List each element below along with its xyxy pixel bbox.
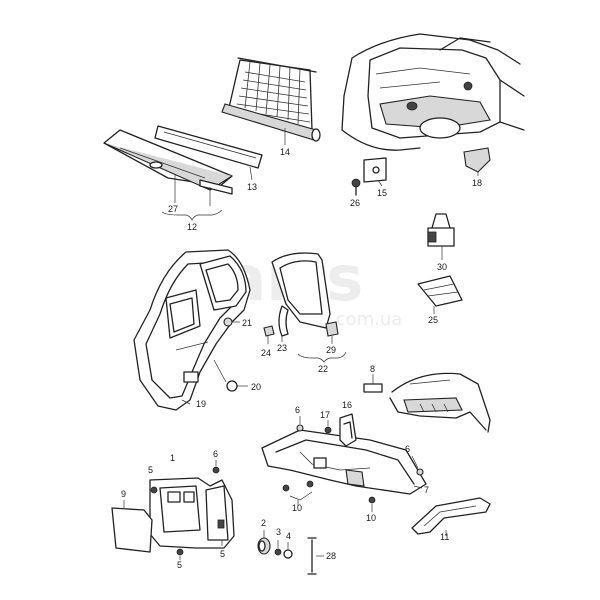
callout-5-top: 5 [148, 465, 153, 475]
callout-24: 24 [261, 348, 271, 358]
part-11 [411, 497, 491, 536]
part-side-trim [263, 252, 347, 363]
part-small-hardware [257, 530, 324, 575]
part-30-bag [427, 213, 455, 260]
part-8 [363, 374, 383, 393]
callout-20: 20 [251, 382, 261, 392]
callout-6-left: 6 [213, 449, 218, 459]
part-left-trim [111, 460, 235, 560]
callout-22: 22 [318, 364, 328, 374]
callout-9: 9 [121, 489, 126, 499]
callout-16: 16 [342, 400, 352, 410]
callout-4: 4 [286, 531, 291, 541]
part-25-net [417, 275, 463, 314]
callout-7: 7 [424, 485, 429, 495]
callout-18: 18 [472, 178, 482, 188]
callout-17: 17 [320, 410, 330, 420]
part-cargo-cover [103, 125, 263, 221]
callout-21: 21 [242, 318, 252, 328]
callout-19: 19 [196, 399, 206, 409]
callout-6-top: 6 [295, 405, 300, 415]
callout-29: 29 [326, 345, 336, 355]
callout-12: 12 [187, 222, 197, 232]
part-18 [463, 147, 491, 176]
callout-8: 8 [370, 364, 375, 374]
callout-5-bottom: 5 [177, 560, 182, 570]
part-trunk-body [341, 33, 525, 151]
callout-13: 13 [247, 182, 257, 192]
callout-2: 2 [261, 518, 266, 528]
callout-27: 27 [168, 204, 178, 214]
callout-6-right: 6 [405, 444, 410, 454]
callout-10-left: 10 [292, 503, 302, 513]
part-tailgate-trim [133, 249, 251, 411]
callout-11: 11 [440, 532, 449, 542]
callout-25: 25 [428, 315, 438, 325]
callout-14: 14 [280, 147, 290, 157]
callout-3: 3 [276, 527, 281, 537]
callout-26: 26 [350, 198, 360, 208]
part-luggage-net [221, 57, 321, 145]
part-rear-body [389, 372, 491, 433]
callout-1: 1 [170, 453, 175, 463]
callout-28: 28 [326, 551, 336, 561]
callout-23: 23 [277, 343, 287, 353]
callout-10-right: 10 [366, 513, 376, 523]
callout-30: 30 [437, 262, 447, 272]
watermark-sub: .com.ua [330, 309, 402, 330]
callout-15: 15 [377, 188, 387, 198]
part-floor-crossmember [261, 413, 427, 512]
callout-5-right: 5 [220, 549, 225, 559]
part-bracket-15 [351, 157, 387, 196]
